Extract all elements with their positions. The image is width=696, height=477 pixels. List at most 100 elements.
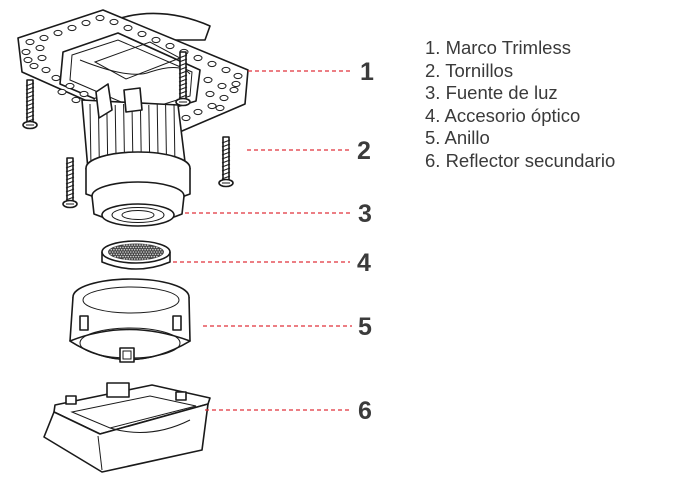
frame-hole	[23, 56, 33, 64]
honeycomb-cell	[130, 255, 132, 258]
frame-hole	[67, 24, 77, 32]
honeycomb-cell	[118, 248, 120, 251]
legend-item-secondary-reflector: 6. Reflector secundario	[425, 149, 616, 171]
honeycomb-cell	[150, 255, 153, 258]
honeycomb-cell	[140, 251, 142, 253]
honeycomb-cell	[120, 248, 123, 251]
leader-lines	[173, 70, 352, 411]
honeycomb-cell	[152, 253, 154, 256]
honeycomb-cell	[132, 251, 135, 253]
honeycomb-cell	[128, 258, 131, 260]
honeycomb-cell	[148, 255, 150, 258]
honeycomb-cell	[133, 248, 136, 251]
honeycomb-cell	[152, 248, 154, 251]
honeycomb-cell	[118, 253, 120, 256]
honeycomb-cell	[117, 246, 119, 249]
frame-hole	[203, 76, 213, 84]
frame-hole	[207, 60, 217, 68]
honeycomb-cell	[136, 258, 139, 260]
secondary-reflector-part	[43, 382, 211, 473]
honeycomb-cell	[140, 255, 142, 258]
frame-hole	[151, 36, 161, 44]
honeycomb-cell	[126, 253, 128, 256]
honeycomb-cell	[149, 253, 152, 256]
frame-hole	[65, 82, 75, 90]
honeycomb-cell	[123, 248, 126, 251]
screw	[218, 136, 234, 188]
honeycomb-cell	[128, 253, 131, 256]
honeycomb-cell	[111, 251, 114, 253]
honeycomb-cell	[123, 253, 126, 256]
honeycomb-cell	[122, 255, 124, 258]
trimless-frame-part	[17, 9, 249, 138]
honeycomb-cell	[135, 246, 137, 249]
honeycomb-cell	[110, 248, 113, 251]
frame-hole	[71, 96, 81, 104]
honeycomb-cell	[113, 248, 115, 251]
honeycomb-cell	[137, 246, 140, 249]
honeycomb-cell	[130, 246, 132, 249]
honeycomb-cell	[124, 255, 127, 258]
frame-hole	[193, 54, 203, 62]
screws-part	[22, 51, 234, 209]
frame-hole	[39, 34, 49, 42]
honeycomb-cell	[127, 255, 129, 258]
honeycomb-cell	[157, 248, 159, 251]
honeycomb-cell	[144, 258, 146, 260]
honeycomb-cell	[145, 251, 148, 253]
honeycomb-cell	[123, 244, 126, 246]
callout-number-5: 5	[358, 313, 372, 341]
honeycomb-cell	[120, 253, 123, 256]
frame-hole	[217, 82, 227, 90]
frame-hole	[221, 66, 231, 74]
legend-item-light-source: 3. Fuente de luz	[425, 82, 558, 104]
honeycomb-cell	[139, 244, 141, 246]
honeycomb-cell	[136, 244, 139, 246]
frame-hole	[25, 38, 35, 46]
frame-hole	[165, 42, 175, 50]
honeycomb-cell	[156, 246, 158, 249]
honeycomb-cell	[122, 251, 124, 253]
frame-hole	[123, 24, 133, 32]
honeycomb-cell	[128, 244, 131, 246]
honeycomb-cell	[143, 251, 145, 253]
honeycomb-cell	[127, 246, 129, 249]
honeycomb-cell	[114, 255, 116, 258]
light-source-part	[81, 83, 191, 227]
honeycomb-cell	[141, 248, 144, 251]
honeycomb-cell	[150, 251, 153, 253]
honeycomb-cell	[117, 251, 119, 253]
frame-hole	[219, 94, 229, 102]
honeycomb-cell	[110, 253, 113, 256]
honeycomb-cell	[133, 258, 136, 260]
honeycomb-cell	[146, 248, 149, 251]
honeycomb-cell	[143, 255, 145, 258]
honeycomb-cell	[154, 248, 157, 251]
frame-hole	[231, 80, 241, 88]
honeycomb-cell	[145, 255, 148, 258]
honeycomb-cell	[136, 248, 139, 251]
frame-hole	[215, 104, 225, 112]
honeycomb-cell	[115, 248, 118, 251]
honeycomb-cell	[139, 258, 141, 260]
frame-hole	[181, 114, 191, 122]
optical-accessory-part	[101, 240, 171, 270]
frame-hole	[41, 66, 51, 74]
honeycomb-cell	[113, 253, 115, 256]
honeycomb-cell	[140, 246, 142, 249]
frame-hole	[193, 108, 203, 116]
honeycomb-cell	[141, 244, 144, 246]
honeycomb-cell	[133, 253, 136, 256]
honeycomb-cell	[149, 248, 152, 251]
honeycomb-cell	[146, 258, 149, 260]
honeycomb-cell	[137, 251, 140, 253]
honeycomb-cell	[148, 246, 150, 249]
callout-number-6: 6	[358, 397, 372, 425]
honeycomb-cell	[153, 246, 155, 249]
honeycomb-cell	[132, 255, 135, 258]
screw	[62, 157, 78, 209]
frame-hole	[29, 62, 39, 70]
honeycomb-cell	[144, 253, 146, 256]
honeycomb-cell	[158, 251, 161, 253]
